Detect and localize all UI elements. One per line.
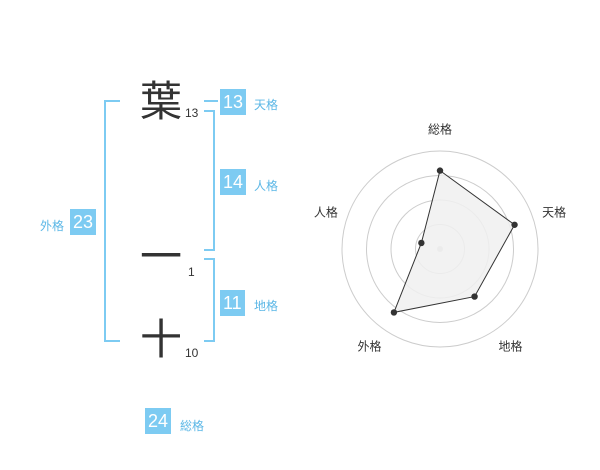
- soukaku-label: 総格: [180, 419, 205, 433]
- stroke-count-3: 10: [185, 346, 199, 360]
- chikaku-label: 地格: [254, 299, 279, 313]
- radar-point-2: [511, 221, 518, 228]
- gaikaku-label: 外格: [40, 219, 65, 233]
- radar-axis-label-4: 外格: [357, 339, 382, 354]
- jinkaku-bracket: [204, 110, 215, 251]
- gaikaku-value: 23: [70, 209, 97, 235]
- jinkaku-value: 14: [220, 169, 247, 195]
- stroke-count-2: 1: [188, 265, 195, 279]
- tenkaku-value: 13: [220, 89, 247, 115]
- tenkaku-label: 天格: [254, 98, 279, 112]
- radar-axis-label-3: 地格: [498, 339, 523, 354]
- chikaku-bracket: [204, 258, 215, 342]
- radar-axis-label-5: 人格: [313, 205, 338, 220]
- jinkaku-label: 人格: [254, 179, 279, 193]
- radar-point-5: [418, 239, 425, 247]
- stroke-count-1: 13: [185, 106, 199, 120]
- radar-data-polygon: [393, 169, 516, 314]
- radar-point-1: [436, 167, 444, 174]
- name-char-3: 十: [140, 315, 183, 364]
- chikaku-value: 11: [220, 290, 245, 316]
- radar-point-4: [390, 309, 398, 316]
- radar-axis-label-2: 天格: [542, 205, 567, 220]
- soukaku-value: 24: [145, 408, 172, 434]
- tenkaku-bracket: [204, 100, 218, 102]
- radar-grid-ring: [341, 150, 539, 348]
- name-char-2: 一: [140, 232, 183, 281]
- radar-point-3: [471, 293, 478, 300]
- radar-axis-label-1: 総格: [427, 122, 453, 137]
- gaikaku-bracket: [104, 100, 120, 342]
- name-char-1: 葉: [140, 77, 183, 126]
